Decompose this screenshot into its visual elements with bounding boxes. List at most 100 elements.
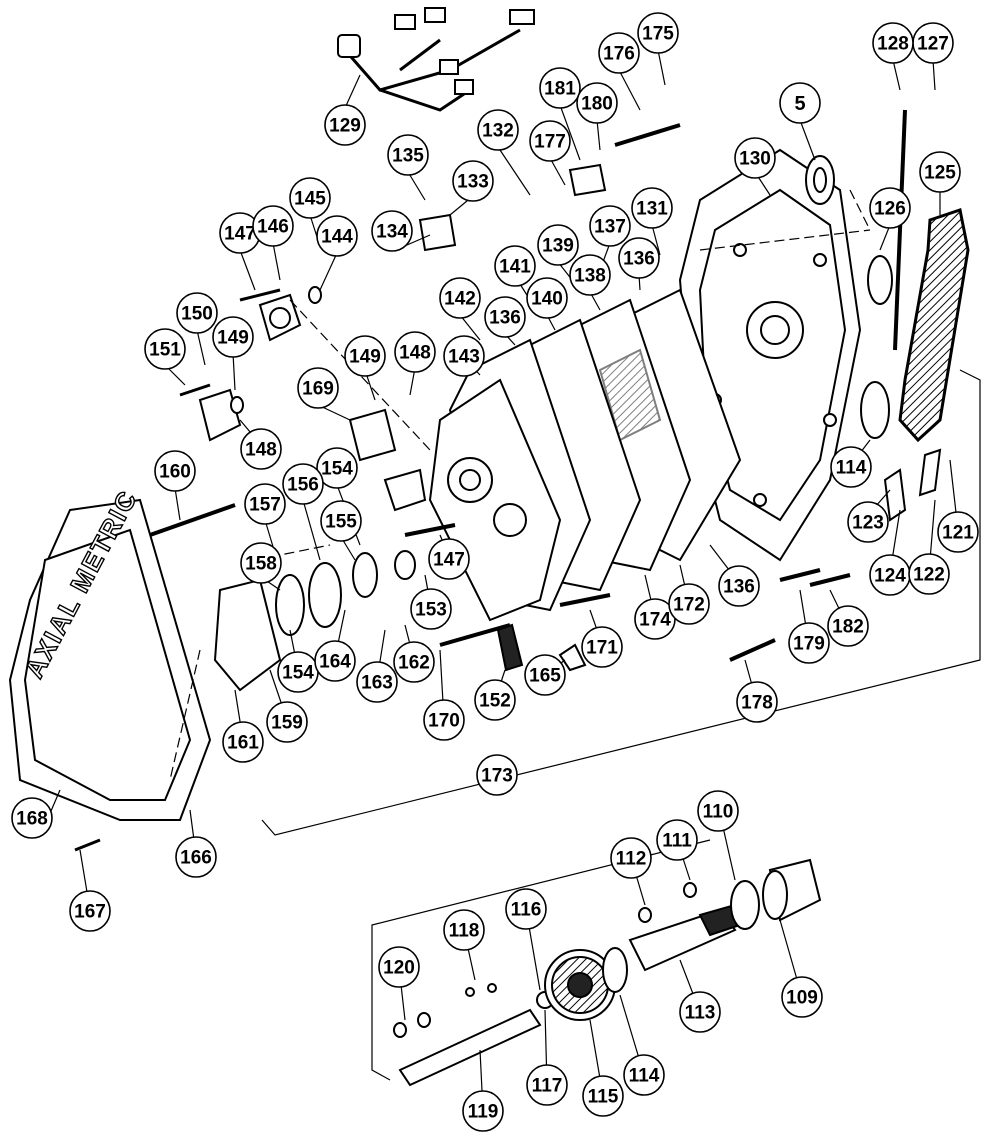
callout-circle [394,331,436,373]
callout-label: 144 [321,227,353,248]
callout-label: 149 [349,347,381,368]
callout-circle [289,177,331,219]
callout-111: 111 [656,819,698,861]
callout-124: 124 [869,554,911,596]
callout-circle [244,483,286,525]
callout-117: 117 [526,1064,568,1106]
callout-123: 123 [847,501,889,543]
callout-163: 163 [356,661,398,703]
callout-label: 111 [662,831,692,852]
callout-circle [443,909,485,951]
callout-110: 110 [697,790,739,832]
callout-149: 149 [212,316,254,358]
callout-136: 136 [484,296,526,338]
callout-circle [734,137,776,179]
callout-178: 178 [736,681,778,723]
callout-label: 121 [942,523,974,544]
callout-circle [320,500,362,542]
callout-label: 167 [74,902,106,923]
callout-circle [847,501,889,543]
callout-circle [598,32,640,74]
callout-label: 142 [444,289,476,310]
callout-circle [637,12,679,54]
callout-circle [175,836,217,878]
callout-label: 147 [433,550,465,571]
callout-120: 120 [378,946,420,988]
callout-label: 169 [302,379,334,400]
callout-circle [222,721,264,763]
callout-circle [779,82,821,124]
callout-circle [537,224,579,266]
callout-label: 123 [852,513,884,534]
callout-label: 180 [581,94,613,115]
callout-circle [679,991,721,1033]
callout-153: 153 [410,588,452,630]
callout-label: 136 [723,577,755,598]
callout-circle [526,1064,568,1106]
callout-circle [212,316,254,358]
callout-114: 114 [830,446,872,488]
callout-circle [869,187,911,229]
callout-label: 122 [913,565,945,586]
callout-label: 173 [481,766,513,787]
callout-label: 168 [16,809,48,830]
callout-140: 140 [526,277,568,319]
callout-circle [484,296,526,338]
callout-label: 131 [636,199,668,220]
callout-circle [582,1075,624,1117]
callout-circle [830,446,872,488]
callout-circle [908,553,950,595]
callout-label: 130 [739,149,771,170]
callout-label: 171 [586,638,618,659]
callout-label: 110 [703,802,734,823]
callout-131: 131 [631,187,673,229]
callout-182: 182 [827,605,869,647]
callout-circle [736,681,778,723]
wiring-harness [337,7,535,112]
callout-144: 144 [316,215,358,257]
callout-148: 148 [240,428,282,470]
callout-circle [11,797,53,839]
callout-148: 148 [394,331,436,373]
callout-circle [316,447,358,489]
solenoids [198,163,607,512]
callout-label: 132 [482,121,514,142]
callout-circle [618,237,660,279]
callout-label: 137 [594,217,626,238]
callout-circle [282,463,324,505]
callout-label: 166 [180,848,212,869]
drive-chain [898,208,970,443]
callout-label: 138 [574,266,606,287]
callout-circle [668,583,710,625]
callout-circle [581,626,623,668]
callout-circle [718,565,760,607]
callout-circle [526,277,568,319]
callout-label: 115 [588,1087,619,1108]
callout-circle [443,335,485,377]
callout-169: 169 [297,367,339,409]
callout-label: 145 [294,189,326,210]
callout-circle [524,654,566,696]
callout-139: 139 [537,224,579,266]
callout-122: 122 [908,553,950,595]
callout-label: 152 [479,691,511,712]
callout-145: 145 [289,177,331,219]
callout-label: 159 [271,713,303,734]
callout-166: 166 [175,836,217,878]
callout-circle [505,888,547,930]
callout-label: 178 [741,693,773,714]
callout-119: 119 [462,1090,504,1132]
callout-176: 176 [598,32,640,74]
callout-161: 161 [222,721,264,763]
callout-circle [176,292,218,334]
callout-circle [576,82,618,124]
callout-circle [476,754,518,796]
callout-circle [356,661,398,703]
callout-label: 141 [499,257,531,278]
callout-label: 150 [181,304,213,325]
callout-label: 109 [786,988,818,1009]
output-shaft-assembly [393,858,822,1087]
callout-168: 168 [11,797,53,839]
callout-circle [69,890,111,932]
